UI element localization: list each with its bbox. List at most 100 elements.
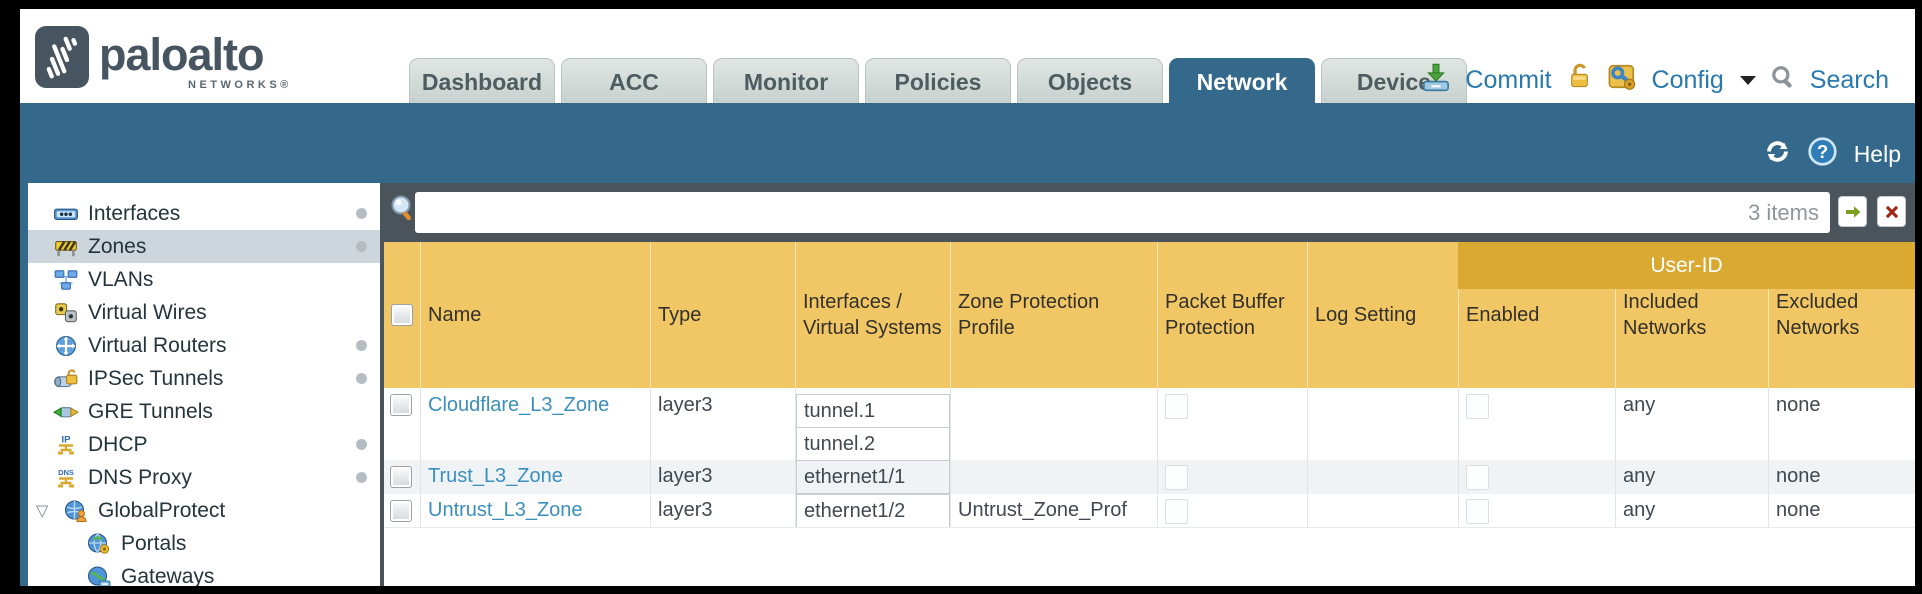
- config-button[interactable]: Config: [1651, 65, 1724, 94]
- sidebar-item-dhcp[interactable]: IP DHCP: [28, 428, 380, 461]
- tab-acc[interactable]: ACC: [561, 58, 707, 103]
- sidebar-item-gateways[interactable]: Gateways: [28, 560, 380, 586]
- excluded-networks-cell: none: [1768, 388, 1915, 460]
- zone-name-link[interactable]: Untrust_L3_Zone: [428, 499, 583, 521]
- sidebar-item-label: GRE Tunnels: [88, 399, 213, 423]
- header-action-bar: Commit C: [1421, 59, 1889, 101]
- log-setting-cell: [1307, 388, 1458, 460]
- row-checkbox[interactable]: [390, 500, 412, 522]
- status-dot: [356, 340, 367, 351]
- user-id-enabled-cell: [1458, 388, 1615, 460]
- sidebar-item-label: Zones: [88, 234, 147, 258]
- tab-policies[interactable]: Policies: [865, 58, 1011, 103]
- packet-buffer-protection-checkbox: [1165, 465, 1188, 490]
- type-cell: layer3: [650, 388, 795, 460]
- packet-buffer-protection-checkbox: [1165, 394, 1188, 419]
- brand-networks-label: NETWORKS®: [188, 79, 292, 91]
- brand-wordmark: paloalto: [99, 29, 265, 80]
- user-id-group-header: User-ID: [1458, 242, 1915, 289]
- column-header-enabled[interactable]: Enabled: [1458, 242, 1615, 388]
- name-cell: Trust_L3_Zone: [420, 460, 650, 494]
- name-cell: Cloudflare_L3_Zone: [420, 388, 650, 460]
- sidebar-item-interfaces[interactable]: Interfaces: [28, 197, 380, 230]
- clear-filter-button[interactable]: [1877, 196, 1906, 227]
- status-dot: [356, 208, 367, 219]
- packet-buffer-protection-cell: [1157, 460, 1307, 494]
- sidebar-item-virtual-routers[interactable]: Virtual Routers: [28, 329, 380, 362]
- lock-icon[interactable]: [1566, 62, 1593, 98]
- sidebar-item-label: DHCP: [88, 432, 148, 456]
- config-dropdown-caret-icon[interactable]: [1739, 75, 1756, 85]
- interfaces-cell: ethernet1/1: [795, 460, 950, 494]
- gateways-icon: [85, 565, 113, 586]
- search-button[interactable]: Search: [1809, 65, 1889, 94]
- packet-buffer-protection-checkbox: [1165, 499, 1188, 524]
- sidebar-item-gre-tunnels[interactable]: GRE Tunnels: [28, 395, 380, 428]
- paloalto-logo-icon: [35, 26, 89, 88]
- sidebar-item-label: DNS Proxy: [88, 465, 192, 489]
- interfaces-icon: [52, 202, 80, 226]
- filter-input[interactable]: [415, 192, 1830, 233]
- svg-text:?: ?: [1817, 141, 1828, 162]
- filter-bar: 3 items: [384, 183, 1915, 242]
- tab-dashboard[interactable]: Dashboard: [409, 58, 555, 103]
- tab-objects[interactable]: Objects: [1017, 58, 1163, 103]
- column-header-zone-protection-profile[interactable]: Zone Protection Profile: [950, 242, 1157, 388]
- column-header-name[interactable]: Name: [420, 242, 650, 388]
- status-dot: [356, 472, 367, 483]
- column-header-packet-buffer-protection[interactable]: Packet Buffer Protection: [1157, 242, 1307, 388]
- sidebar-item-globalprotect[interactable]: ▽GlobalProtect: [28, 494, 380, 527]
- expand-caret-icon[interactable]: ▽: [36, 502, 49, 520]
- virtual-routers-icon: [52, 334, 80, 358]
- tab-monitor[interactable]: Monitor: [713, 58, 859, 103]
- dhcp-icon: IP: [52, 433, 80, 457]
- column-header-interfaces-virtual-systems[interactable]: Interfaces / Virtual Systems: [795, 242, 950, 388]
- ipsec-tunnels-icon: [52, 367, 80, 391]
- row-checkbox[interactable]: [390, 466, 412, 488]
- select-all-checkbox[interactable]: [391, 304, 413, 326]
- sidebar-item-vlans[interactable]: VLANs: [28, 263, 380, 296]
- row-checkbox-cell: [384, 388, 420, 460]
- sidebar-item-label: Virtual Routers: [88, 333, 227, 357]
- column-header-excluded-networks[interactable]: Excluded Networks: [1768, 242, 1915, 388]
- help-icon[interactable]: ?: [1807, 136, 1838, 173]
- interface-cell[interactable]: tunnel.1: [796, 394, 950, 428]
- interfaces-cell: ethernet1/2: [795, 494, 950, 527]
- interface-cell[interactable]: tunnel.2: [796, 427, 950, 460]
- row-checkbox[interactable]: [390, 394, 412, 416]
- log-setting-cell: [1307, 460, 1458, 494]
- column-header-log-setting[interactable]: Log Setting: [1307, 242, 1458, 388]
- column-header-included-networks[interactable]: Included Networks: [1615, 242, 1768, 388]
- sidebar-item-ipsec-tunnels[interactable]: IPSec Tunnels: [28, 362, 380, 395]
- included-networks-cell: any: [1615, 388, 1768, 460]
- packet-buffer-protection-cell: [1157, 388, 1307, 460]
- commit-button[interactable]: Commit: [1465, 65, 1552, 94]
- apply-filter-button[interactable]: [1838, 196, 1867, 227]
- help-label[interactable]: Help: [1853, 141, 1901, 167]
- tab-network[interactable]: Network: [1169, 58, 1315, 103]
- sidebar-item-portals[interactable]: Portals: [28, 527, 380, 560]
- user-id-enabled-cell: [1458, 460, 1615, 494]
- included-networks-cell: any: [1615, 460, 1768, 494]
- refresh-icon[interactable]: [1764, 138, 1791, 171]
- zone-name-link[interactable]: Cloudflare_L3_Zone: [428, 394, 610, 416]
- column-header-type[interactable]: Type: [650, 242, 795, 388]
- zone-name-link[interactable]: Trust_L3_Zone: [428, 465, 563, 487]
- type-cell: layer3: [650, 494, 795, 527]
- interface-cell[interactable]: ethernet1/1: [796, 460, 950, 494]
- status-dot: [356, 439, 367, 450]
- sidebar-item-zones[interactable]: Zones: [28, 230, 380, 263]
- sidebar-item-virtual-wires[interactable]: Virtual Wires: [28, 296, 380, 329]
- virtual-wires-icon: [52, 301, 80, 325]
- packet-buffer-protection-cell: [1157, 494, 1307, 527]
- sidebar-item-label: Portals: [121, 531, 187, 555]
- interface-cell[interactable]: ethernet1/2: [796, 494, 950, 527]
